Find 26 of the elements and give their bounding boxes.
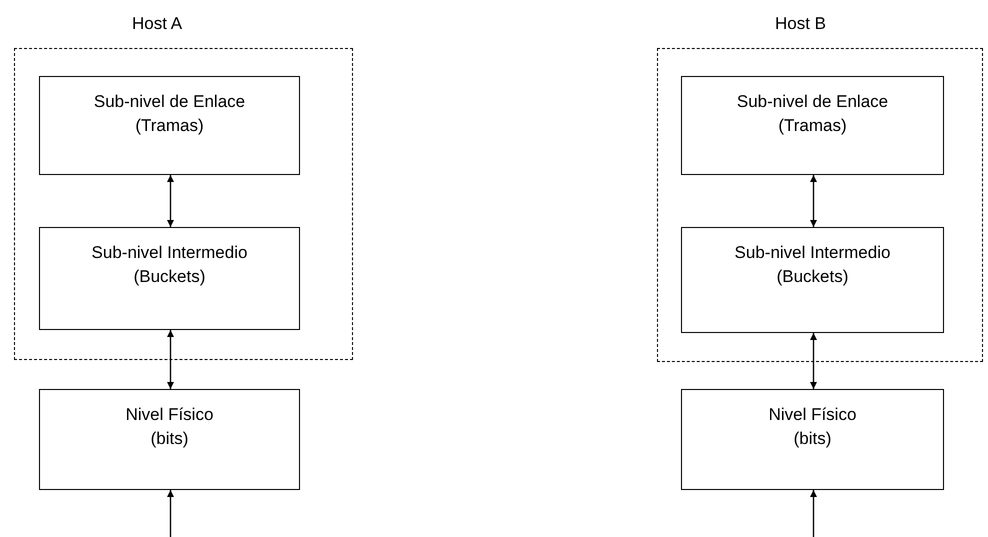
layer-unit: (Tramas)	[135, 115, 204, 137]
layer-box	[681, 227, 944, 333]
layer-box	[39, 227, 300, 330]
layer-unit: (Buckets)	[776, 266, 848, 288]
layer-name: Sub-nivel de Enlace	[94, 91, 246, 113]
arrow	[167, 490, 174, 537]
group-heading: Host A	[132, 13, 182, 35]
layer-unit: (bits)	[150, 428, 188, 450]
layer-unit: (Buckets)	[134, 266, 206, 288]
layer-box	[39, 76, 300, 175]
layer-name: Sub-nivel Intermedio	[734, 242, 890, 264]
arrow	[167, 330, 174, 389]
layer-name: Nivel Físico	[768, 404, 856, 426]
arrow	[167, 175, 174, 227]
layer-unit: (bits)	[794, 428, 832, 450]
layer-box	[681, 76, 944, 175]
arrow	[810, 333, 817, 389]
group-heading: Host B	[775, 13, 826, 35]
layer-name: Sub-nivel Intermedio	[92, 242, 248, 264]
arrow	[810, 490, 817, 537]
layer-name: Nivel Físico	[126, 404, 214, 426]
layer-box	[681, 389, 944, 490]
layer-box	[39, 389, 300, 490]
arrow	[810, 175, 817, 227]
layer-name: Sub-nivel de Enlace	[736, 91, 888, 113]
layer-unit: (Tramas)	[778, 115, 847, 137]
